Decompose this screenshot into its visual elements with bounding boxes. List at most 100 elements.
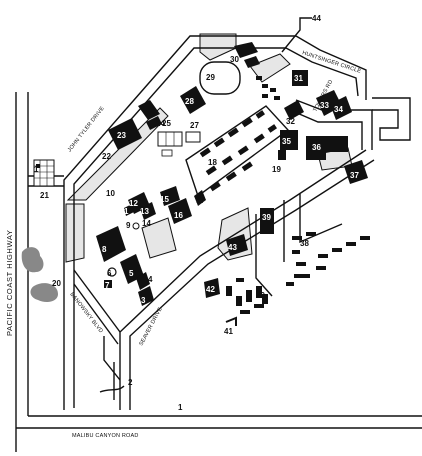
building-42[interactable] bbox=[204, 278, 220, 298]
marker-19: 19 bbox=[272, 165, 281, 174]
building-5[interactable] bbox=[120, 254, 144, 284]
road-east-lot bbox=[299, 194, 343, 244]
building-18-units bbox=[199, 110, 277, 192]
road-44 bbox=[281, 17, 312, 53]
building-35[interactable] bbox=[280, 130, 298, 150]
marker-12: 12 bbox=[129, 199, 138, 208]
marker-41: 41 bbox=[224, 327, 233, 336]
marker-14: 14 bbox=[142, 219, 151, 228]
lake-north bbox=[21, 247, 44, 273]
building-13[interactable] bbox=[140, 202, 156, 220]
east-structure bbox=[372, 97, 411, 141]
building-numbers: 1 1 2 3 4 5 6 7 8 9 10 11 12 13 14 15 16… bbox=[34, 14, 359, 412]
building-11[interactable] bbox=[124, 204, 134, 216]
marker-8: 8 bbox=[102, 245, 107, 254]
building-41[interactable] bbox=[225, 316, 237, 326]
marker-32: 32 bbox=[286, 117, 295, 126]
building-8[interactable] bbox=[96, 226, 126, 262]
marker-37: 37 bbox=[350, 171, 359, 180]
banowsky-blvd-2 bbox=[73, 283, 119, 345]
huntsinger-circle-outer bbox=[285, 47, 359, 97]
marker-2: 2 bbox=[128, 378, 133, 387]
building-19[interactable] bbox=[278, 150, 286, 160]
building-32[interactable] bbox=[284, 100, 304, 120]
marker-1-north: 1 bbox=[34, 165, 39, 174]
marker-23: 23 bbox=[117, 131, 126, 140]
building-34[interactable] bbox=[330, 96, 352, 120]
malibu-canyon-road-label: MALIBU CANYON ROAD bbox=[72, 433, 139, 439]
marker-28: 28 bbox=[185, 97, 194, 106]
marker-34: 34 bbox=[334, 105, 343, 114]
seaver-drive-outer bbox=[119, 149, 367, 410]
highways bbox=[15, 92, 422, 452]
marker-11: 11 bbox=[120, 207, 129, 216]
building-25-annex bbox=[161, 149, 173, 157]
building-3[interactable] bbox=[138, 286, 154, 306]
building-23[interactable] bbox=[108, 118, 142, 150]
seaver-drive-label: SEAVER DRIVE bbox=[138, 306, 163, 347]
marker-13: 13 bbox=[140, 207, 149, 216]
marker-20: 20 bbox=[52, 279, 61, 288]
marker-30: 30 bbox=[230, 55, 239, 64]
building-25[interactable] bbox=[157, 131, 183, 147]
banowsky-blvd bbox=[73, 269, 121, 333]
campus-roads bbox=[28, 17, 411, 410]
building-39[interactable] bbox=[260, 208, 274, 234]
seaver-drive-inner bbox=[129, 159, 375, 410]
pacific-coast-highway-label: PACIFIC COAST HIGHWAY bbox=[5, 230, 14, 337]
building-7[interactable] bbox=[104, 280, 112, 288]
building-40-units bbox=[226, 278, 268, 314]
building-24[interactable] bbox=[146, 116, 162, 130]
marker-1-south: 1 bbox=[178, 403, 183, 412]
gate-marker-1 bbox=[36, 164, 40, 168]
marker-9: 9 bbox=[126, 221, 131, 230]
marker-22: 22 bbox=[102, 152, 111, 161]
building-4[interactable] bbox=[136, 272, 150, 290]
marker-24: 24 bbox=[156, 119, 165, 128]
buildings bbox=[33, 42, 370, 326]
building-30-units bbox=[256, 76, 280, 100]
road-39 bbox=[255, 214, 273, 297]
parking-lot-southwest bbox=[65, 203, 85, 263]
building-36[interactable] bbox=[306, 136, 348, 160]
john-tyler-drive-inner bbox=[73, 47, 286, 408]
marker-43: 43 bbox=[228, 243, 237, 252]
marker-42: 42 bbox=[206, 285, 215, 294]
marker-4: 4 bbox=[148, 275, 153, 284]
marker-17: 17 bbox=[196, 196, 205, 205]
building-15[interactable] bbox=[160, 186, 180, 206]
building-16[interactable] bbox=[168, 198, 192, 224]
marker-39: 39 bbox=[262, 213, 271, 222]
marker-38: 38 bbox=[300, 239, 309, 248]
marker-33: 33 bbox=[320, 101, 329, 110]
building-31[interactable] bbox=[292, 70, 308, 86]
building-26[interactable] bbox=[138, 100, 160, 120]
marker-7: 7 bbox=[105, 281, 110, 290]
marker-21: 21 bbox=[40, 191, 49, 200]
building-30b[interactable] bbox=[244, 56, 260, 68]
building-21-grid bbox=[34, 160, 54, 186]
marker-44: 44 bbox=[312, 14, 321, 23]
marker-25: 25 bbox=[162, 119, 171, 128]
marker-15: 15 bbox=[160, 195, 169, 204]
building-6[interactable] bbox=[107, 267, 117, 277]
building-27[interactable] bbox=[185, 131, 201, 143]
marker-3: 3 bbox=[141, 296, 146, 305]
marker-27: 27 bbox=[190, 121, 199, 130]
marker-18: 18 bbox=[208, 158, 217, 167]
building-28[interactable] bbox=[180, 86, 206, 114]
building-37[interactable] bbox=[344, 160, 368, 184]
track-oval bbox=[199, 61, 241, 95]
huntsinger-circle-label: HUNTSINGER CIRCLE bbox=[301, 50, 361, 75]
building-9-marker bbox=[132, 222, 140, 230]
building-43[interactable] bbox=[226, 234, 248, 256]
huntsinger-circle-inner bbox=[295, 35, 367, 100]
building-17[interactable] bbox=[194, 190, 206, 206]
marker-31: 31 bbox=[294, 74, 303, 83]
path-2 bbox=[99, 385, 125, 393]
building-38-units bbox=[286, 232, 370, 286]
building-30a[interactable] bbox=[234, 42, 258, 58]
parking-lot-center bbox=[141, 217, 177, 259]
marker-40: 40 bbox=[256, 291, 265, 300]
